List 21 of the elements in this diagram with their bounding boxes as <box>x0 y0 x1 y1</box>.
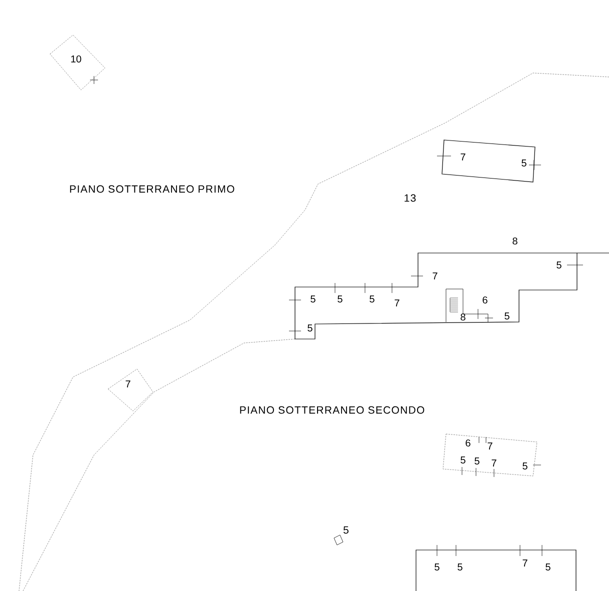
area-number: 13 <box>404 194 416 202</box>
callout-number: 5 <box>556 262 562 268</box>
callout-number: 5 <box>546 564 550 570</box>
floor-label: PIANO SOTTERRANEO SECONDO <box>240 406 424 414</box>
callout-number: 7 <box>126 380 130 388</box>
callout-number: 7 <box>522 560 528 566</box>
callout-number: 5 <box>310 296 316 302</box>
callout-number: 5 <box>370 296 374 302</box>
callout-number: 7 <box>432 272 438 280</box>
callout-number: 5 <box>504 312 510 320</box>
callout-number: 5 <box>338 296 342 302</box>
callout-number: 5 <box>434 564 440 570</box>
callout-number: 5 <box>458 564 462 570</box>
floor-label: PIANO SOTTERRANEO PRIMO <box>70 185 234 193</box>
callout-number: 8 <box>460 313 466 321</box>
callout-number: 5 <box>308 324 312 332</box>
callout-number: 6 <box>482 296 488 304</box>
callout-number: 7 <box>394 300 400 306</box>
callout-number: 10 <box>71 55 82 63</box>
callout-number: 8 <box>512 237 518 245</box>
callout-number: 5 <box>344 526 348 534</box>
